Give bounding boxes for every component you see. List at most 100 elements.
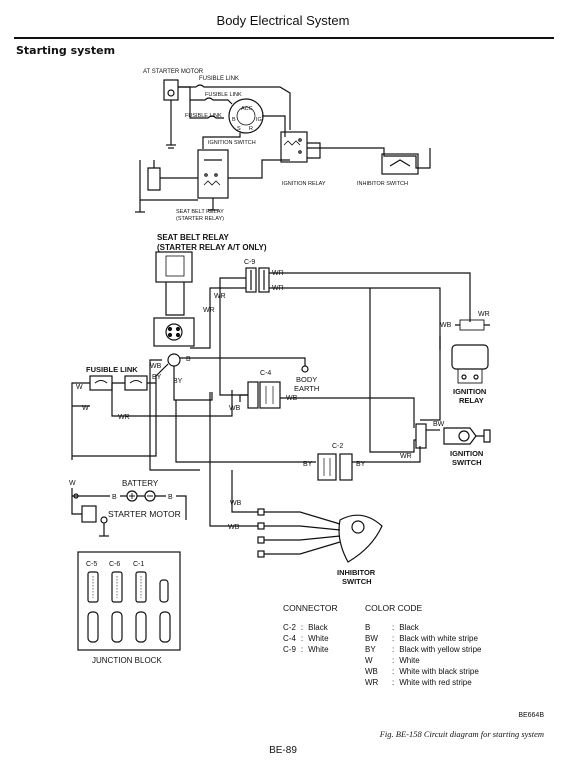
label-fusible-link-1: FUSIBLE LINK bbox=[199, 76, 239, 82]
section-title: Starting system bbox=[16, 44, 116, 57]
figure-caption: Fig. BE-158 Circuit diagram for starting… bbox=[379, 729, 544, 739]
top-inhibitor-switch bbox=[381, 153, 419, 175]
wire-label-w-2: W bbox=[82, 405, 89, 412]
color-code: W bbox=[365, 656, 373, 665]
wire-label-wb-2: WB bbox=[150, 363, 162, 370]
connector-id: C-4 bbox=[283, 634, 296, 643]
connector-sep: : bbox=[300, 623, 304, 632]
color-sep: : bbox=[392, 645, 395, 654]
label-ignition-switch-top: IGNITION SWITCH bbox=[208, 140, 256, 146]
label-fusible-link-bottom: FUSIBLE LINK bbox=[86, 365, 138, 374]
connector-sep: : bbox=[300, 634, 304, 643]
color-code-table: B:Black BW:Black with white stripe BY:Bl… bbox=[365, 622, 486, 688]
color-code: BY bbox=[365, 645, 376, 654]
label-at-starter-motor: AT STARTER MOTOR bbox=[143, 69, 204, 75]
connector-color: Black bbox=[308, 623, 328, 632]
figure-code: BE664B bbox=[518, 712, 544, 719]
label-c4: C-4 bbox=[260, 370, 271, 377]
fusible-link-box-1 bbox=[89, 375, 113, 391]
wire-label-wb-5: WB bbox=[230, 500, 242, 507]
label-body-earth-1: BODY bbox=[296, 375, 317, 384]
fusible-link-box-2 bbox=[124, 375, 148, 391]
color-sep: : bbox=[392, 667, 395, 676]
wire-label-wr-3: WR bbox=[214, 293, 226, 300]
color-code: WR bbox=[365, 678, 379, 687]
label-jb-c5: C-5 bbox=[86, 561, 97, 568]
label-ignition-relay-top: IGNITION RELAY bbox=[282, 181, 326, 187]
color-code-row: BY: Black with yellow stripe bbox=[365, 644, 486, 655]
seat-belt-relay bbox=[155, 251, 193, 283]
connector-id: C-2 bbox=[283, 623, 296, 632]
label-starter-motor: STARTER MOTOR bbox=[108, 509, 181, 519]
label-ignition-switch-1: IGNITION bbox=[450, 449, 483, 458]
label-fusible-link-3: FUSIBLE LINK bbox=[185, 113, 222, 119]
wire-label-w-3: W bbox=[69, 480, 76, 487]
wire-label-wb-6: WB bbox=[228, 524, 240, 531]
label-seat-belt-relay-2: (STARTER RELAY A/T ONLY) bbox=[157, 243, 267, 252]
color-sep: : bbox=[392, 634, 395, 643]
jb-connector-c6 bbox=[111, 571, 123, 603]
top-battery-post bbox=[167, 89, 175, 97]
connector-heading: CONNECTOR bbox=[283, 603, 338, 613]
color-sep: : bbox=[392, 623, 395, 632]
color-desc: White with black stripe bbox=[399, 667, 479, 676]
wire-label-b-3: B bbox=[168, 494, 173, 501]
connector-c4-right bbox=[259, 381, 281, 409]
connector-id: C-9 bbox=[283, 645, 296, 654]
wire-label-b-1: B bbox=[186, 356, 191, 363]
jb-connector-c5 bbox=[87, 571, 99, 603]
label-ignition-relay-2: RELAY bbox=[459, 396, 484, 405]
connector-color: White bbox=[308, 645, 329, 654]
connector-c9-left bbox=[245, 267, 257, 293]
connector-legend: CONNECTOR C-2: Black C-4:White C-9: White bbox=[283, 603, 338, 655]
label-jb-c1: C-1 bbox=[133, 561, 144, 568]
label-seat-belt-relay-1: SEAT BELT RELAY bbox=[157, 233, 230, 242]
header-rule bbox=[14, 37, 554, 39]
top-ignition-switch-dial bbox=[228, 98, 264, 134]
label-terminal-acc: ACC bbox=[241, 106, 253, 112]
top-ignition-relay bbox=[280, 131, 308, 163]
wire-label-by-1: BY bbox=[152, 374, 162, 381]
color-code-row: WB:White with black stripe bbox=[365, 666, 486, 677]
color-code: B bbox=[365, 623, 371, 632]
ignition-switch-connector bbox=[415, 423, 427, 449]
splice-point bbox=[167, 353, 181, 367]
label-inhibitor-switch-2: SWITCH bbox=[342, 577, 372, 586]
top-circuit-diagram: AT STARTER MOTOR FUSIBLE LINK FUSIBLE LI… bbox=[135, 69, 431, 222]
color-code: BW bbox=[365, 634, 378, 643]
color-sep: : bbox=[392, 656, 395, 665]
label-inhibitor-switch-top: INHIBITOR SWITCH bbox=[357, 181, 408, 187]
wire-label-by-4: BY bbox=[356, 461, 366, 468]
wire-label-wb-4: WB bbox=[229, 405, 241, 412]
wire-label-wr-4: WR bbox=[203, 307, 215, 314]
page-title: Body Electrical System bbox=[216, 13, 350, 28]
wire-label-by-2: BY bbox=[173, 378, 183, 385]
color-code-heading: COLOR CODE bbox=[365, 603, 423, 613]
wire-label-wr-5: WR bbox=[478, 311, 490, 318]
label-junction-block: JUNCTION BLOCK bbox=[92, 656, 162, 665]
label-jb-c6: C-6 bbox=[109, 561, 120, 568]
label-terminal-ig: IG bbox=[256, 117, 262, 123]
label-battery: BATTERY bbox=[122, 479, 159, 488]
connector-row: C-4:White bbox=[283, 633, 334, 644]
body-earth-point bbox=[301, 365, 309, 373]
label-inhibitor-switch-1: INHIBITOR bbox=[337, 568, 376, 577]
label-seat-belt-relay-top-1: SEAT BELT RELAY bbox=[176, 209, 224, 215]
ignition-switch bbox=[443, 427, 477, 445]
connector-table: C-2: Black C-4:White C-9: White bbox=[283, 622, 334, 655]
connector-c4-left bbox=[247, 381, 259, 409]
label-terminal-s: S bbox=[237, 126, 241, 132]
wire-label-wb-1: WB bbox=[440, 322, 452, 329]
junction-block bbox=[77, 551, 181, 651]
starter-motor bbox=[81, 505, 97, 523]
top-starter-motor bbox=[147, 160, 161, 191]
color-code-row: WR:White with red stripe bbox=[365, 677, 486, 688]
wire-label-wr-6: WR bbox=[400, 453, 412, 460]
label-body-earth-2: EARTH bbox=[294, 384, 319, 393]
ignition-relay bbox=[451, 344, 489, 370]
color-desc: Black bbox=[399, 623, 419, 632]
color-desc: Black with yellow stripe bbox=[399, 645, 482, 654]
connector-c9-right bbox=[258, 267, 270, 293]
label-ignition-relay-1: IGNITION bbox=[453, 387, 486, 396]
